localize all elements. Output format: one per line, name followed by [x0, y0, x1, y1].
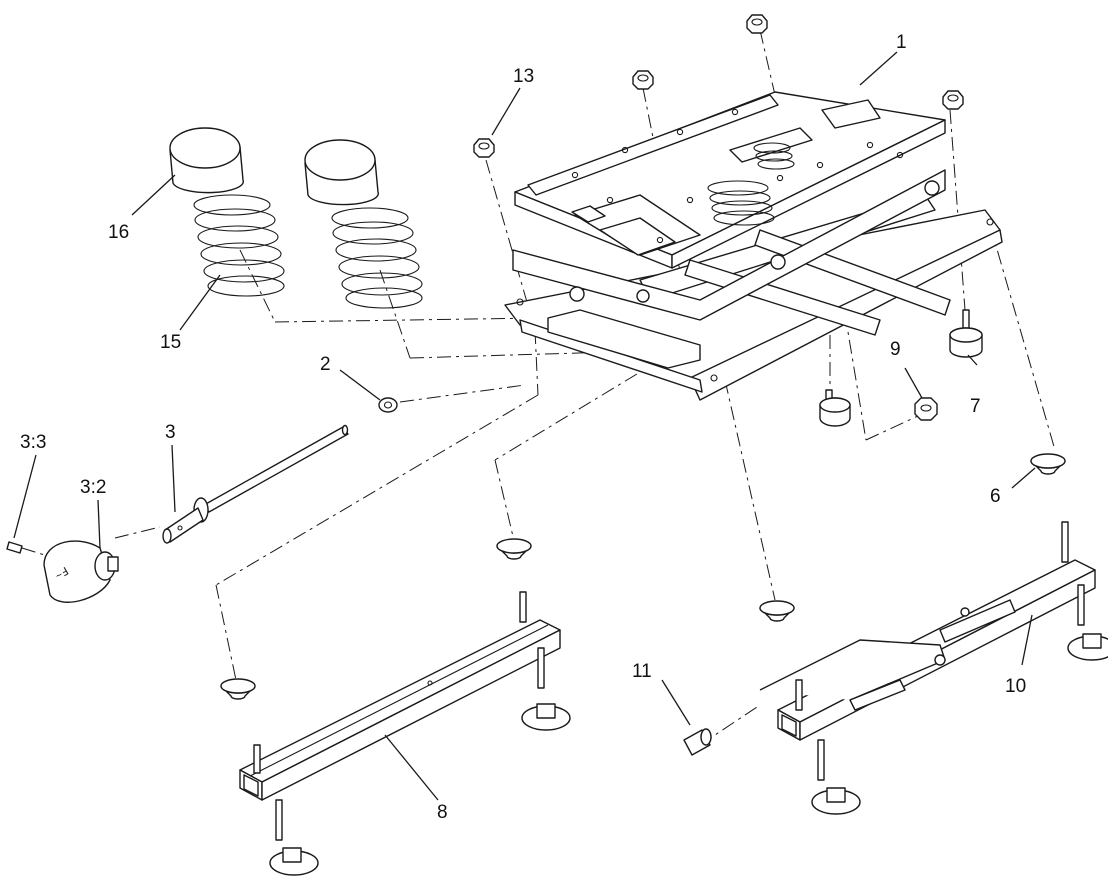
callout-labels: 1 13 16 15 2 3 3:2 3:3 9 7 6 10 11 8 — [20, 32, 1026, 823]
callout-3-2: 3:2 — [80, 477, 106, 498]
callout-3: 3 — [165, 422, 176, 443]
roll-pin — [6, 541, 23, 554]
callout-13: 13 — [513, 66, 534, 87]
lock-nut — [914, 397, 938, 421]
adjuster-shaft — [162, 424, 349, 544]
callout-3-3: 3:3 — [20, 432, 46, 453]
callout-16: 16 — [108, 222, 129, 243]
callout-11: 11 — [632, 661, 652, 682]
callout-1: 1 — [896, 32, 907, 53]
bushings — [220, 453, 1066, 700]
callout-15: 15 — [160, 332, 181, 353]
hex-nuts — [473, 14, 964, 158]
spring-right — [331, 207, 423, 309]
callout-10: 10 — [1005, 676, 1026, 697]
callout-7: 7 — [970, 396, 981, 417]
callout-8: 8 — [437, 802, 448, 823]
suspension-assembly — [504, 91, 1003, 427]
callout-9: 9 — [890, 339, 901, 360]
right-rail — [759, 521, 1108, 815]
spring-left — [193, 194, 285, 297]
frame-spring — [707, 142, 795, 226]
leader-lines — [13, 51, 1036, 801]
base-studs — [819, 389, 851, 427]
spring-cap-right — [304, 139, 380, 206]
washer — [378, 397, 398, 413]
left-rail — [239, 591, 571, 876]
bump-stop — [949, 309, 983, 358]
svg-text:~Ⅎ: ~Ⅎ — [54, 566, 71, 583]
callout-6: 6 — [990, 486, 1001, 507]
spacer-sleeve — [683, 728, 712, 756]
spring-cap-left — [169, 127, 245, 194]
adjuster-knob: ~Ⅎ — [43, 540, 119, 603]
callout-2: 2 — [320, 354, 331, 375]
